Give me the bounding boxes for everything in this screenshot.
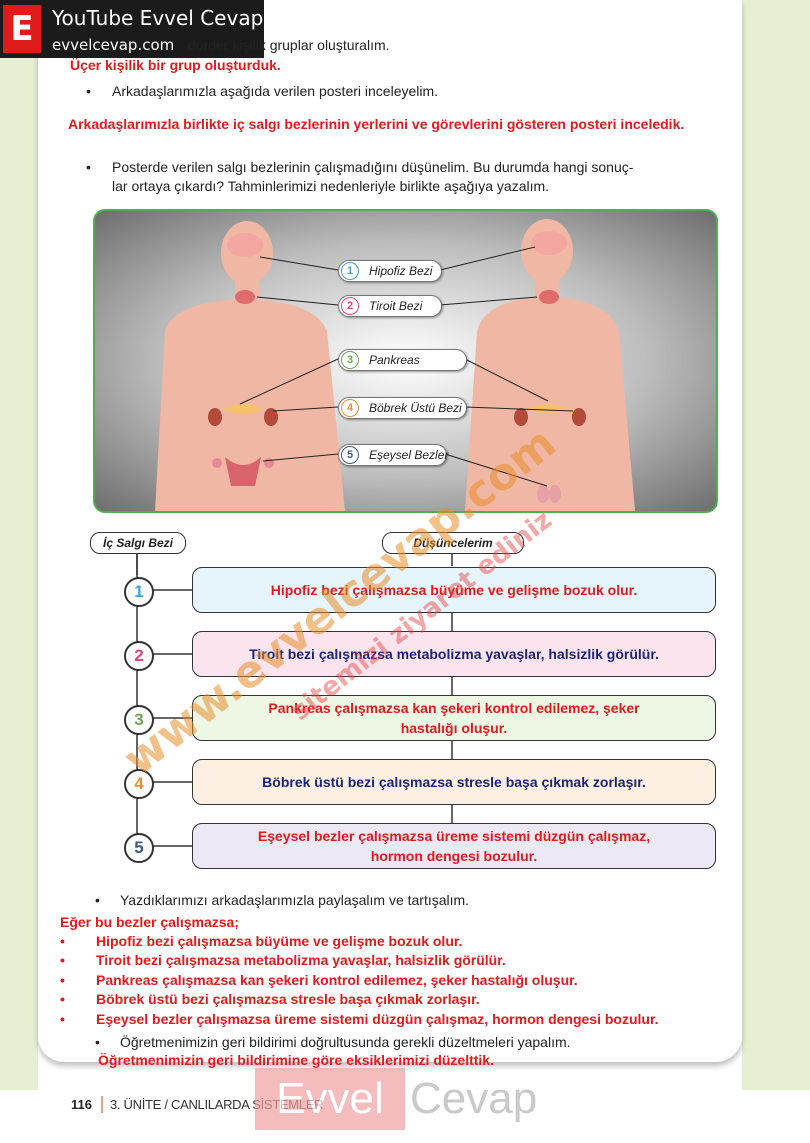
- gland-name: Pankreas: [369, 353, 420, 367]
- question-1: dörder kişilik gruplar oluşturalım.: [188, 37, 390, 53]
- thought-row-3: Pankreas çalışmazsa kan şekeri kontrol e…: [192, 695, 716, 741]
- gland-name: Tiroit Bezi: [369, 299, 423, 313]
- share-answer-item-2: Tiroit bezi çalışmazsa metabolizma yavaş…: [96, 952, 506, 968]
- share-answer-item-4: Böbrek üstü bezi çalışmazsa stresle başa…: [96, 991, 480, 1007]
- answer-bullet: •: [60, 1011, 65, 1027]
- gland-number: 3: [341, 351, 359, 369]
- youtube-banner[interactable]: E YouTube Evvel Cevap evvelcevap.com: [0, 0, 264, 58]
- gland-label-5: 5 Eşeysel Bezler: [338, 444, 449, 466]
- thought-row-5-line2: hormon dengesi bozulur.: [370, 848, 538, 864]
- bullet: •: [86, 159, 91, 175]
- kidney-icon: [264, 408, 278, 426]
- brand-logo-icon: E: [3, 5, 41, 53]
- question-2: Arkadaşlarımızla aşağıda verilen posteri…: [112, 83, 439, 99]
- banner-site[interactable]: evvelcevap.com: [52, 36, 175, 54]
- question-3-line1: Posterde verilen salgı bezlerinin çalışm…: [112, 159, 634, 175]
- share-answer-item-1: Hipofiz bezi çalışmazsa büyüme ve gelişm…: [96, 933, 463, 949]
- pancreas-icon: [223, 404, 263, 414]
- banner-title: YouTube Evvel Cevap: [52, 6, 264, 30]
- row-number-3: 3: [124, 705, 154, 735]
- share-answer-item-3: Pankreas çalışmazsa kan şekeri kontrol e…: [96, 972, 578, 988]
- gland-label-3: 3 Pankreas: [338, 349, 467, 371]
- brain-icon: [531, 231, 567, 255]
- gland-number: 5: [341, 446, 359, 464]
- share-answer-item-5: Eşeysel bezler çalışmazsa üreme sistemi …: [96, 1011, 659, 1027]
- gland-number: 4: [341, 399, 359, 417]
- gland-name: Böbrek Üstü Bezi: [369, 401, 462, 415]
- gland-number: 2: [341, 297, 359, 315]
- answer-2: Arkadaşlarımızla birlikte iç salgı bezle…: [68, 116, 685, 132]
- brain-icon: [227, 233, 263, 257]
- feedback-answer: Öğretmenimizin geri bildirimine göre eks…: [98, 1052, 494, 1068]
- thyroid-icon: [235, 290, 255, 304]
- kidney-icon: [572, 408, 586, 426]
- row-number-5: 5: [124, 833, 154, 863]
- kidney-icon: [514, 408, 528, 426]
- watermark-cevap: Cevap: [410, 1074, 538, 1123]
- gland-label-1: 1 Hipofiz Bezi: [338, 260, 442, 282]
- feedback-question: Öğretmenimizin geri bildirimi doğrultusu…: [120, 1034, 571, 1050]
- body-figures: [155, 219, 635, 511]
- share-answer-title: Eğer bu bezler çalışmazsa;: [60, 914, 239, 930]
- thought-row-3-line2: hastalığı oluşur.: [400, 720, 508, 736]
- answer-bullet: •: [60, 972, 65, 988]
- question-3-line2: lar ortaya çıkardı? Tahminlerimizi neden…: [112, 178, 550, 194]
- row-number-4: 4: [124, 769, 154, 799]
- gland-number: 1: [341, 262, 359, 280]
- gland-name: Hipofiz Bezi: [369, 264, 433, 278]
- gland-name: Eşeysel Bezler: [369, 448, 449, 462]
- row-number-2: 2: [124, 641, 154, 671]
- thyroid-icon: [539, 290, 559, 304]
- watermark-evvel: Evvel: [255, 1068, 405, 1130]
- page-sheet: [38, 0, 742, 1062]
- connector-lines: [239, 246, 574, 487]
- bullet: •: [86, 83, 91, 99]
- pancreas-icon: [527, 404, 567, 414]
- column-header-gland: İç Salgı Bezi: [90, 532, 186, 554]
- right-margin: [742, 0, 810, 1090]
- thought-row-1: Hipofiz bezi çalışmazsa büyüme ve gelişm…: [192, 567, 716, 613]
- bullet: •: [95, 1034, 100, 1050]
- ovaries-icon: [225, 457, 261, 486]
- thought-row-5: Eşeysel bezler çalışmazsa üreme sistemi …: [192, 823, 716, 869]
- bullet: •: [95, 892, 100, 908]
- column-header-thoughts: Düşüncelerim: [382, 532, 524, 554]
- answer-bullet: •: [60, 952, 65, 968]
- answer-bullet: •: [60, 991, 65, 1007]
- answer-bullet: •: [60, 933, 65, 949]
- row-number-1: 1: [124, 577, 154, 607]
- footer-divider: [101, 1096, 103, 1113]
- left-margin: [0, 0, 38, 1090]
- answer-1: Üçer kişilik bir grup oluşturduk.: [70, 57, 281, 73]
- thought-row-4: Böbrek üstü bezi çalışmazsa stresle başa…: [192, 759, 716, 805]
- kidney-icon: [208, 408, 222, 426]
- gland-label-4: 4 Böbrek Üstü Bezi: [338, 397, 467, 419]
- thought-row-2: Tiroit bezi çalışmazsa metabolizma yavaş…: [192, 631, 716, 677]
- page-number: 116: [71, 1097, 92, 1112]
- testes-icon: [549, 485, 561, 503]
- share-question: Yazdıklarımızı arkadaşlarımızla paylaşal…: [120, 892, 470, 908]
- thought-row-3-line1: Pankreas çalışmazsa kan şekeri kontrol e…: [268, 700, 640, 716]
- thought-row-5-line1: Eşeysel bezler çalışmazsa üreme sistemi …: [257, 828, 651, 844]
- gland-label-2: 2 Tiroit Bezi: [338, 295, 442, 317]
- endocrine-poster: 1 Hipofiz Bezi 2 Tiroit Bezi 3 Pankreas …: [93, 209, 718, 513]
- testes-icon: [537, 485, 549, 503]
